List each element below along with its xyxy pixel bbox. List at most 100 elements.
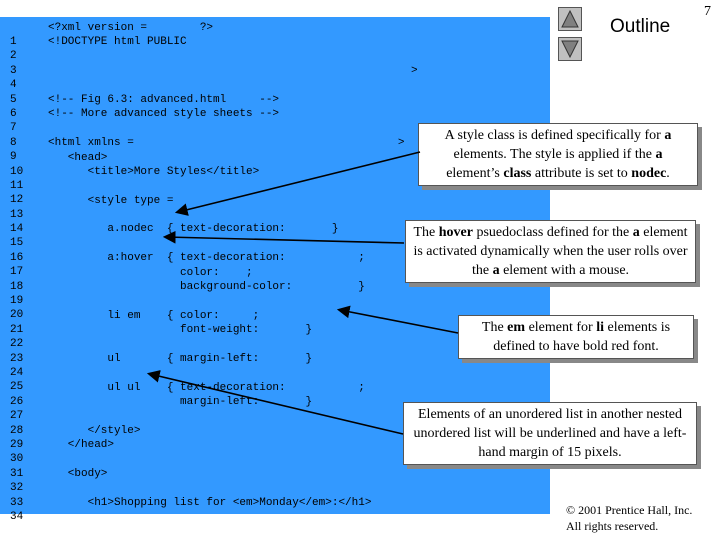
line-number: 26	[10, 395, 24, 408]
code-line: <?xml version = ?>	[48, 22, 214, 34]
line-number: 22	[10, 338, 24, 351]
line-number: 29	[10, 438, 24, 451]
code-line: <!DOCTYPE html PUBLIC	[48, 36, 187, 49]
line-number: 32	[10, 482, 24, 495]
code-line: <!-- More advanced style sheets -->	[48, 108, 280, 121]
code-line	[48, 179, 418, 193]
outline-label: Outline	[610, 16, 671, 37]
triangle-down-icon	[561, 40, 579, 59]
code-line: <title>More Styles</title>	[48, 165, 260, 178]
line-number: 12	[10, 194, 24, 207]
code-line: font-weight: }	[48, 324, 313, 337]
callout-em: The em element for li elements is define…	[458, 315, 694, 359]
callout-text: The	[481, 320, 508, 335]
callout-text: .	[666, 166, 670, 181]
code-line: <h1>Shopping list for <em>Monday</em>:</…	[48, 496, 372, 509]
line-number: 5	[10, 93, 17, 106]
callout-keyword: a	[632, 225, 640, 240]
line-number: 20	[10, 309, 24, 322]
code-line	[48, 410, 418, 424]
line-number: 21	[10, 323, 24, 336]
callout-keyword: class	[503, 166, 532, 181]
code-line: a:hover { text-decoration: ;	[48, 252, 365, 265]
page-number: 7	[704, 4, 711, 19]
code-line: </style>	[48, 424, 141, 437]
previous-slide-button[interactable]	[558, 7, 582, 31]
code-line	[48, 338, 418, 352]
line-number: 11	[10, 179, 24, 192]
code-line: </head>	[48, 439, 115, 452]
code-line	[48, 453, 418, 467]
callout-keyword: nodec	[631, 166, 667, 181]
callout-nested-list: Elements of an unordered list in another…	[403, 402, 697, 465]
callout-keyword: hover	[438, 225, 473, 240]
copyright-line-1: © 2001 Prentice Hall, Inc.	[566, 503, 693, 517]
code-line: color: ;	[48, 266, 253, 279]
line-number: 19	[10, 295, 24, 308]
callout-hover: The hover psuedoclass defined for the a …	[405, 220, 696, 283]
code-line: <style type =	[48, 194, 174, 207]
code-line: background-color: }	[48, 281, 365, 294]
callout-text: Elements of an unordered list in another…	[413, 407, 687, 460]
callout-text: element for	[525, 320, 597, 335]
code-line: <!-- Fig 6.3: advanced.html -->	[48, 93, 280, 106]
triangle-up-icon	[561, 9, 579, 28]
copyright-line-2: All rights reserved.	[566, 519, 659, 533]
code-line	[48, 79, 418, 93]
line-number: 33	[10, 496, 24, 509]
line-number: 27	[10, 410, 24, 423]
callout-text: elements is defined to have bold red fon…	[493, 320, 671, 354]
callout-text: psuedoclass defined for the	[472, 225, 633, 240]
callout-keyword: li	[596, 320, 604, 335]
callout-keyword: em	[507, 320, 526, 335]
code-listing: <?xml version = ?><!DOCTYPE html PUBLIC …	[48, 21, 418, 510]
line-number: 2	[10, 50, 17, 63]
callout-text: element is activated dynamically when th…	[413, 225, 688, 278]
code-line: <head>	[48, 151, 108, 164]
line-number: 6	[10, 107, 17, 120]
line-number: 16	[10, 251, 24, 264]
callout-keyword: a	[664, 128, 672, 143]
code-line: margin-left: }	[48, 396, 313, 409]
code-line: a.nodec { text-decoration: }	[48, 223, 339, 236]
line-number: 10	[10, 165, 24, 178]
callout-text: element’s	[446, 166, 504, 181]
line-number: 30	[10, 453, 24, 466]
code-line: ul { margin-left: }	[48, 352, 313, 365]
next-slide-button[interactable]	[558, 37, 582, 61]
line-number: 14	[10, 223, 24, 236]
code-line: >	[48, 65, 418, 78]
code-line: <body>	[48, 468, 108, 481]
line-number: 7	[10, 122, 17, 135]
line-number: 23	[10, 352, 24, 365]
line-number: 28	[10, 424, 24, 437]
line-number: 8	[10, 136, 17, 149]
callout-text: elements. The style is applied if the	[453, 147, 656, 162]
callout-text: The	[413, 225, 439, 240]
callout-text: A style class is defined specifically fo…	[444, 128, 665, 143]
callout-text: attribute is set to	[531, 166, 632, 181]
callout-text: element with a mouse.	[499, 263, 630, 278]
copyright: © 2001 Prentice Hall, Inc. All rights re…	[566, 502, 692, 534]
code-line	[48, 237, 418, 251]
code-line	[48, 50, 418, 64]
line-number: 18	[10, 280, 24, 293]
callout-keyword: a	[492, 263, 500, 278]
code-line	[48, 122, 418, 136]
line-number: 4	[10, 79, 17, 92]
code-line: ul ul { text-decoration: ;	[48, 381, 365, 394]
callout-style-class: A style class is defined specifically fo…	[418, 123, 698, 186]
callout-keyword: a	[655, 147, 663, 162]
code-line: li em { color: ;	[48, 309, 260, 322]
line-number: 13	[10, 208, 24, 221]
code-line	[48, 366, 418, 380]
line-number: 3	[10, 64, 17, 77]
code-line: <html xmlns = >	[48, 137, 405, 150]
code-line	[48, 294, 418, 308]
line-number: 15	[10, 237, 24, 250]
code-line	[48, 482, 418, 496]
line-number: 31	[10, 467, 24, 480]
line-number: 24	[10, 366, 24, 379]
line-number: 25	[10, 381, 24, 394]
